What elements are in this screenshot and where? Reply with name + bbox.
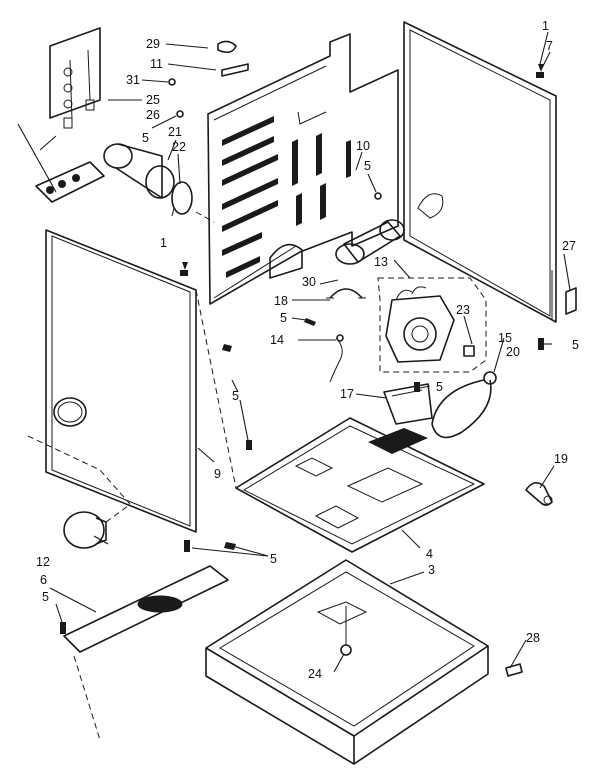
- part-5-screw-toe: [60, 622, 66, 634]
- part-5-screw-leftpanel-mid: [246, 440, 252, 450]
- callout-11: 11: [150, 57, 163, 71]
- part-20-belt: [431, 379, 492, 439]
- part-27-strip: [565, 287, 577, 315]
- callout-7: 7: [546, 39, 553, 53]
- callout-5-bottom: 5: [270, 552, 277, 566]
- callout-12: 12: [36, 555, 50, 569]
- callout-27: 27: [562, 239, 576, 253]
- part-18-strap: [326, 288, 366, 299]
- callout-14: 14: [270, 333, 284, 347]
- callout-29: 29: [146, 37, 160, 51]
- callout-labels: 1 7 29 11 31 25 26 5 21 22 10 5 1 27 13 …: [36, 19, 579, 681]
- callout-19: 19: [554, 452, 568, 466]
- callout-30: 30: [302, 275, 316, 289]
- drum-cylinder-part-10: [335, 219, 405, 265]
- callout-5-upper-left: 5: [142, 131, 149, 145]
- leader-26-a: [17, 123, 57, 193]
- part-1-clip-left: [180, 262, 188, 276]
- callout-9: 9: [214, 467, 221, 481]
- rear-bulkhead-panel: [207, 33, 399, 305]
- callout-31: 31: [126, 73, 140, 87]
- callout-5-belt: 5: [436, 380, 443, 394]
- callout-25: 25: [146, 93, 160, 107]
- part-5-screw-bottom-b: [224, 542, 236, 550]
- callout-28: 28: [526, 631, 540, 645]
- part-5-screw-upper: [176, 110, 184, 118]
- part-23-switch: [463, 345, 475, 357]
- part-5-screw-rightpanel: [538, 338, 544, 350]
- part-5-screw-motor: [304, 318, 316, 326]
- part-28-foot: [505, 663, 523, 677]
- part-5-screw-bottom-a: [184, 540, 190, 552]
- part-5-screw-right: [374, 192, 382, 200]
- callout-5-right-panel: 5: [572, 338, 579, 352]
- callout-6: 6: [40, 573, 47, 587]
- callout-24: 24: [308, 667, 322, 681]
- callout-4: 4: [426, 547, 433, 561]
- leader-lines: [49, 31, 571, 673]
- alignment-line-12: [105, 505, 129, 523]
- guide-line-duct: [195, 211, 215, 223]
- motor-assembly-part-13: [377, 277, 487, 373]
- part-5-screw-leftpanel-top: [222, 344, 232, 352]
- leader-26-b: [39, 135, 57, 151]
- part-14-wire: [329, 334, 344, 383]
- part-5-screw-belt: [414, 382, 420, 392]
- callout-5-motor: 5: [280, 311, 287, 325]
- part-19-fitting: [525, 482, 553, 506]
- callout-18: 18: [274, 294, 288, 308]
- base-frame-part-3: [205, 559, 489, 765]
- callout-15: 15: [498, 331, 512, 345]
- duct-seal-part-22: [171, 181, 193, 217]
- part-31-screw: [168, 78, 176, 86]
- callout-5-right: 5: [364, 159, 371, 173]
- guide-line-base: [195, 289, 237, 489]
- callout-20: 20: [506, 345, 520, 359]
- callout-26: 26: [146, 108, 160, 122]
- right-side-panel: [403, 21, 557, 323]
- base-plate-part-4: [235, 417, 485, 553]
- part-17-mount: [383, 383, 433, 425]
- left-side-panel: [27, 229, 197, 533]
- part-11-bracket: [221, 63, 249, 77]
- callout-23: 23: [456, 303, 470, 317]
- part-12-cap: [63, 511, 107, 549]
- alignment-line-6: [73, 655, 101, 741]
- exhaust-duct-part-21: [103, 143, 175, 199]
- part-24-leveling-foot: [340, 606, 352, 656]
- callout-21: 21: [168, 125, 182, 139]
- callout-3: 3: [428, 563, 435, 577]
- callout-1-top-right: 1: [542, 19, 549, 33]
- fuse-block-part-26: [35, 161, 105, 203]
- switch-bracket-part-25: [49, 27, 101, 129]
- callout-5-toe: 5: [42, 590, 49, 604]
- callout-1-left: 1: [160, 236, 167, 250]
- callout-5-left-panel: 5: [232, 389, 239, 403]
- callout-17: 17: [340, 387, 354, 401]
- part-29-clip: [217, 40, 237, 54]
- callout-13: 13: [374, 255, 388, 269]
- callout-10: 10: [356, 139, 370, 153]
- toe-panel-part-6: [63, 565, 229, 653]
- callout-22: 22: [172, 140, 186, 154]
